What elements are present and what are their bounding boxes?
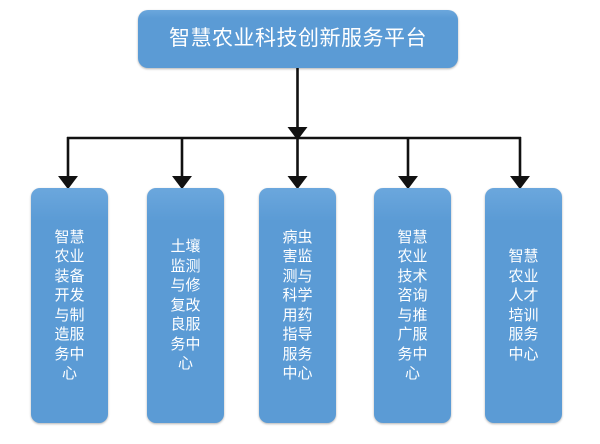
child-node-label: 智慧农业人才培训服务中心	[508, 247, 539, 363]
root-node-platform[interactable]: 智慧农业科技创新服务平台	[138, 10, 458, 68]
child-node-label: 智慧农业装备开发与制造服务中心	[54, 227, 85, 383]
child-node-label: 土壤监测与修复改良服务中心	[170, 237, 201, 373]
child-node-tech-consulting[interactable]: 智慧农业技术咨询与推广服务中心	[374, 188, 451, 423]
child-node-pest-monitoring[interactable]: 病虫害监测与科学用药指导服务中心	[259, 188, 336, 423]
child-node-label: 智慧农业技术咨询与推广服务中心	[397, 227, 428, 383]
child-node-label: 病虫害监测与科学用药指导服务中心	[282, 227, 313, 383]
child-node-equipment-development[interactable]: 智慧农业装备开发与制造服务中心	[31, 188, 108, 423]
child-node-talent-training[interactable]: 智慧农业人才培训服务中心	[485, 188, 562, 423]
child-node-soil-monitoring[interactable]: 土壤监测与修复改良服务中心	[147, 188, 224, 423]
root-node-label: 智慧农业科技创新服务平台	[169, 26, 427, 51]
